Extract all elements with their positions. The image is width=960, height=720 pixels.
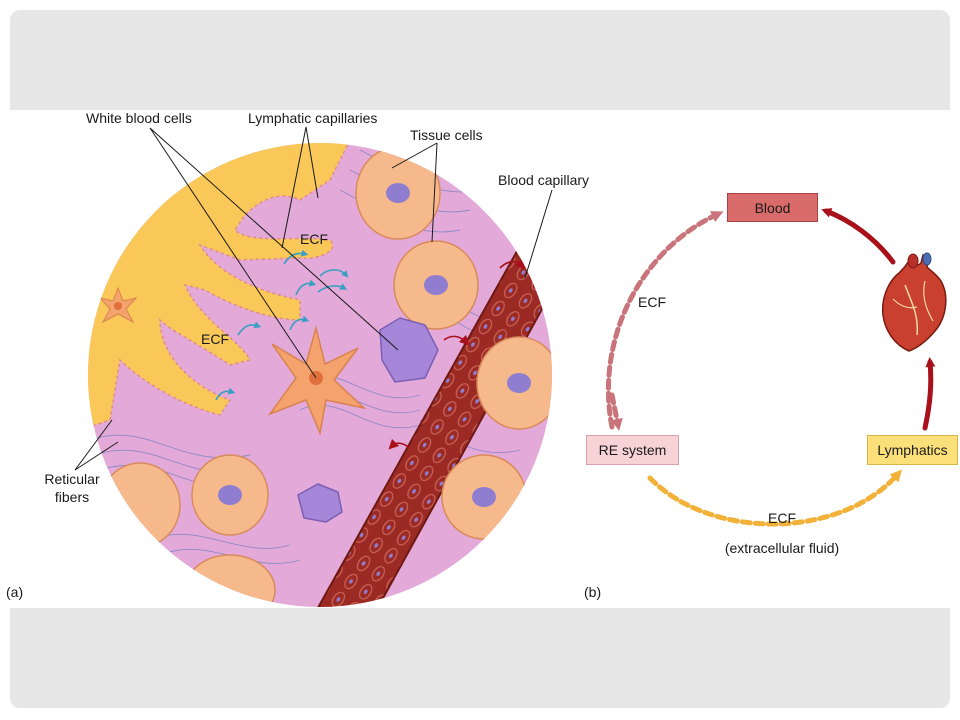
heart-icon — [881, 252, 947, 352]
purple-cell-upper — [379, 317, 439, 383]
label-fibers: fibers — [54, 489, 90, 505]
tissue-cells — [99, 146, 552, 607]
top-band — [10, 10, 950, 110]
node-lymphatics: Lymphatics — [867, 435, 958, 465]
label-ecf-upper: ECF — [300, 231, 328, 247]
label-lymphatic-capillaries: Lymphatic capillaries — [248, 110, 378, 126]
label-reticular: Reticular — [44, 471, 100, 487]
label-ecf-bottom: ECF — [768, 510, 796, 526]
label-white-blood-cells: White blood cells — [86, 110, 192, 126]
panel-label-a: (a) — [6, 584, 24, 600]
lymph-star-cell — [98, 286, 138, 324]
blood-capillary-shape — [300, 210, 552, 607]
arrow-heart-to-blood — [821, 208, 896, 265]
label-tissue-cells: Tissue cells — [410, 127, 483, 143]
node-re-system: RE system — [586, 435, 679, 465]
panel-label-b: (b) — [584, 584, 602, 600]
node-blood: Blood — [727, 193, 818, 222]
arrow-re-to-lymphatics — [647, 469, 902, 527]
label-ecf-left: ECF — [638, 294, 666, 310]
red-flow-arrows — [388, 258, 526, 450]
arrow-into-re — [609, 392, 623, 431]
label-blood-capillary: Blood capillary — [498, 172, 590, 188]
bottom-band — [10, 608, 950, 708]
purple-cell-lower — [297, 483, 343, 523]
arrow-lymphatics-to-heart — [922, 357, 936, 431]
label-ecf-lower: ECF — [201, 331, 229, 347]
teal-flow-arrows — [215, 249, 349, 401]
tissue-circle — [88, 143, 552, 607]
cycle-arrows — [606, 208, 936, 527]
arrow-re-to-blood — [606, 211, 724, 430]
label-extracellular-fluid: (extracellular fluid) — [724, 540, 840, 556]
leader-lines — [74, 126, 553, 471]
